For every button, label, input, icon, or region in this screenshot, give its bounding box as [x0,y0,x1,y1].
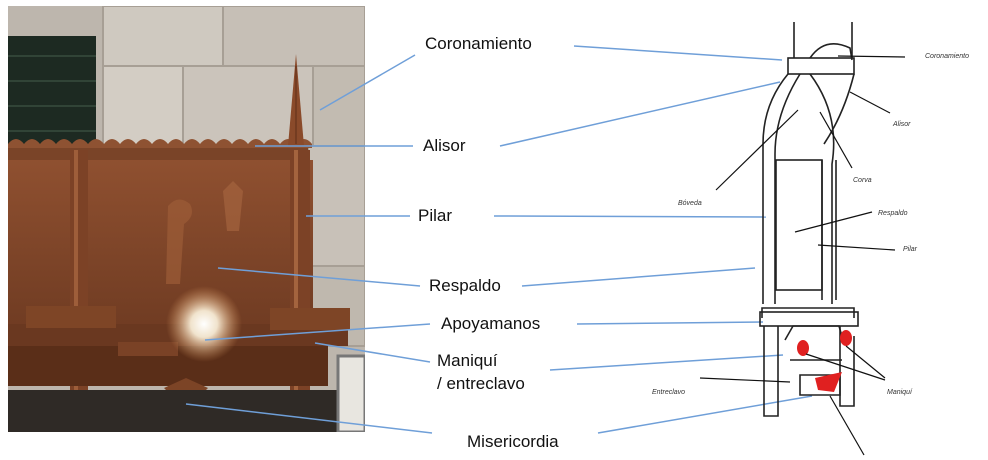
pointer-lines [185,45,813,434]
choir-stall-photo [8,6,365,432]
label-coronamiento: Coronamiento [425,34,532,53]
label-entreclavo: / entreclavo [437,374,525,393]
sketch-label-pilar: Pilar [903,246,918,253]
label-pilar: Pilar [418,206,453,225]
sketch-red-details [797,330,852,392]
sketch-label-maniqui: Maniquí [887,389,912,396]
label-alisor: Alisor [423,136,466,155]
label-misericordia: Misericordia [467,432,559,451]
sketch-label-corva: Corva [853,177,872,184]
sketch-label-respaldo: Respaldo [878,210,908,217]
sketch-label-coronamiento: Coronamiento [925,53,969,60]
sketch-label-boveda: Bóveda [678,200,702,207]
label-respaldo: Respaldo [429,276,501,295]
sketch-leaders [699,55,906,456]
label-maniqui: Maniquí [437,351,498,370]
sketch-label-alisor: Alisor [893,121,911,128]
label-apoyamanos: Apoyamanos [441,314,541,333]
sketch-label-entreclavo: Entreclavo [652,389,686,396]
